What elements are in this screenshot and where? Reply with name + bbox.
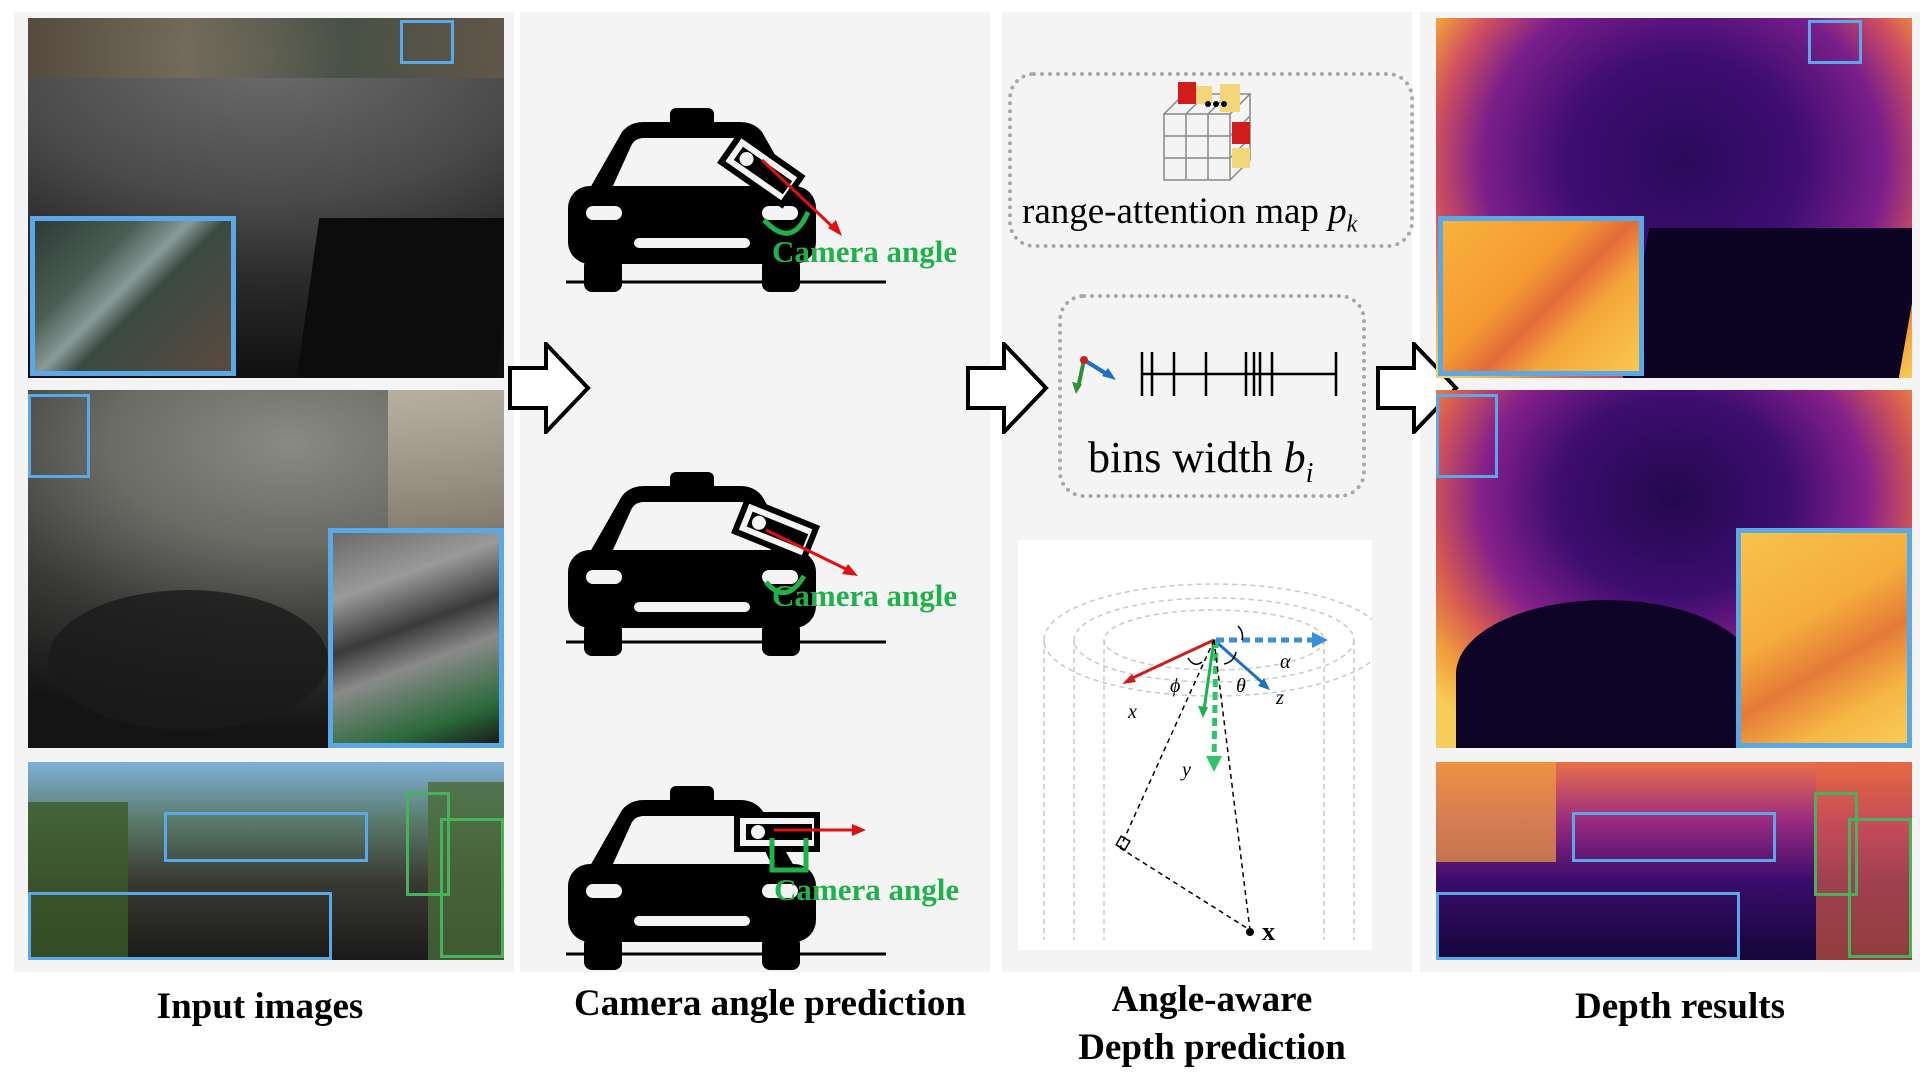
range-attention-text: range-attention map	[1022, 191, 1329, 232]
camera-geometry-diagram	[1018, 540, 1372, 950]
angle-label-alpha: α	[1280, 651, 1291, 673]
axis-label-z: z	[1275, 687, 1284, 709]
input-image-2	[28, 390, 504, 748]
depth-1-small-box	[1808, 20, 1862, 64]
input-1-zoom-inset	[30, 216, 236, 376]
axis-label-y: y	[1180, 759, 1191, 781]
depth-3-box-bottom	[1436, 892, 1740, 960]
depth-map-1	[1436, 18, 1912, 378]
caption-input-images: Input images	[156, 986, 364, 1027]
depth-map-2	[1436, 390, 1912, 748]
angle-arc	[764, 574, 807, 595]
depth-2-small-box	[1436, 394, 1498, 478]
camera-angle-label-1: Camera angle	[772, 234, 958, 269]
input-3-green-box-2	[440, 818, 504, 958]
axis-label-x: x	[1127, 701, 1137, 723]
angle-bracket	[769, 838, 809, 873]
depth-3-box-top	[1572, 812, 1776, 862]
range-attention-cube-icon	[1163, 82, 1252, 181]
input-3-box-top	[164, 812, 368, 862]
input-image-1	[28, 18, 504, 378]
flow-arrow-1	[508, 342, 591, 434]
taxi-car-icon	[568, 472, 816, 656]
depth-1-zoom-inset	[1438, 216, 1644, 376]
caption-angle-aware-line2: Depth prediction	[1078, 1027, 1346, 1069]
flow-arrow-2	[966, 342, 1049, 434]
bins-width-label: bins width bi	[1088, 432, 1313, 490]
angle-label-theta: θ	[1236, 675, 1246, 697]
angle-arrow	[765, 528, 853, 574]
depth-3-green-box-2	[1848, 818, 1912, 958]
input-2-small-box	[28, 394, 90, 478]
bins-width-text: bins width	[1088, 433, 1284, 482]
camera-angle-label-2: Camera angle	[772, 578, 958, 613]
depth-2-zoom-inset	[1736, 528, 1912, 748]
input-3-box-bottom	[28, 892, 332, 960]
depth-map-3	[1436, 762, 1912, 960]
bins-width-symbol: b	[1283, 433, 1306, 482]
camera-angle-label-3: Camera angle	[774, 872, 960, 907]
camera-icon-tilted	[717, 130, 806, 209]
caption-angle-aware: Angle-aware Depth prediction	[1002, 976, 1422, 1072]
camera-geometry-svg: x y z ϕ θ α x	[1043, 583, 1372, 946]
input-image-3	[28, 762, 504, 960]
caption-camera-angle: Camera angle prediction	[574, 983, 966, 1024]
caption-depth-results: Depth results	[1574, 986, 1786, 1027]
camera-icon-level	[734, 812, 820, 852]
angle-arc	[762, 210, 811, 236]
point-label-X: x	[1262, 917, 1275, 946]
car-diagram-2	[566, 472, 886, 656]
flow-arrow-3	[1376, 342, 1459, 434]
input-2-zoom-inset	[328, 528, 504, 748]
bins-width-subscript: i	[1305, 457, 1314, 489]
bins-width-box	[1058, 294, 1366, 498]
car-diagram-3	[566, 786, 886, 970]
angle-label-phi: ϕ	[1170, 675, 1180, 697]
range-attention-label: range-attention map pk	[1022, 190, 1357, 238]
depth-3-green-box-1	[1814, 792, 1858, 896]
angle-arrow	[760, 158, 840, 234]
range-attention-symbol: p	[1328, 191, 1347, 232]
caption-angle-aware-line1: Angle-aware	[1111, 979, 1313, 1020]
input-3-green-box-1	[406, 792, 450, 896]
car-diagram-1	[566, 108, 886, 292]
range-attention-subscript: k	[1346, 211, 1358, 238]
bins-axis-icon	[1072, 352, 1338, 396]
input-1-small-box	[400, 20, 454, 64]
